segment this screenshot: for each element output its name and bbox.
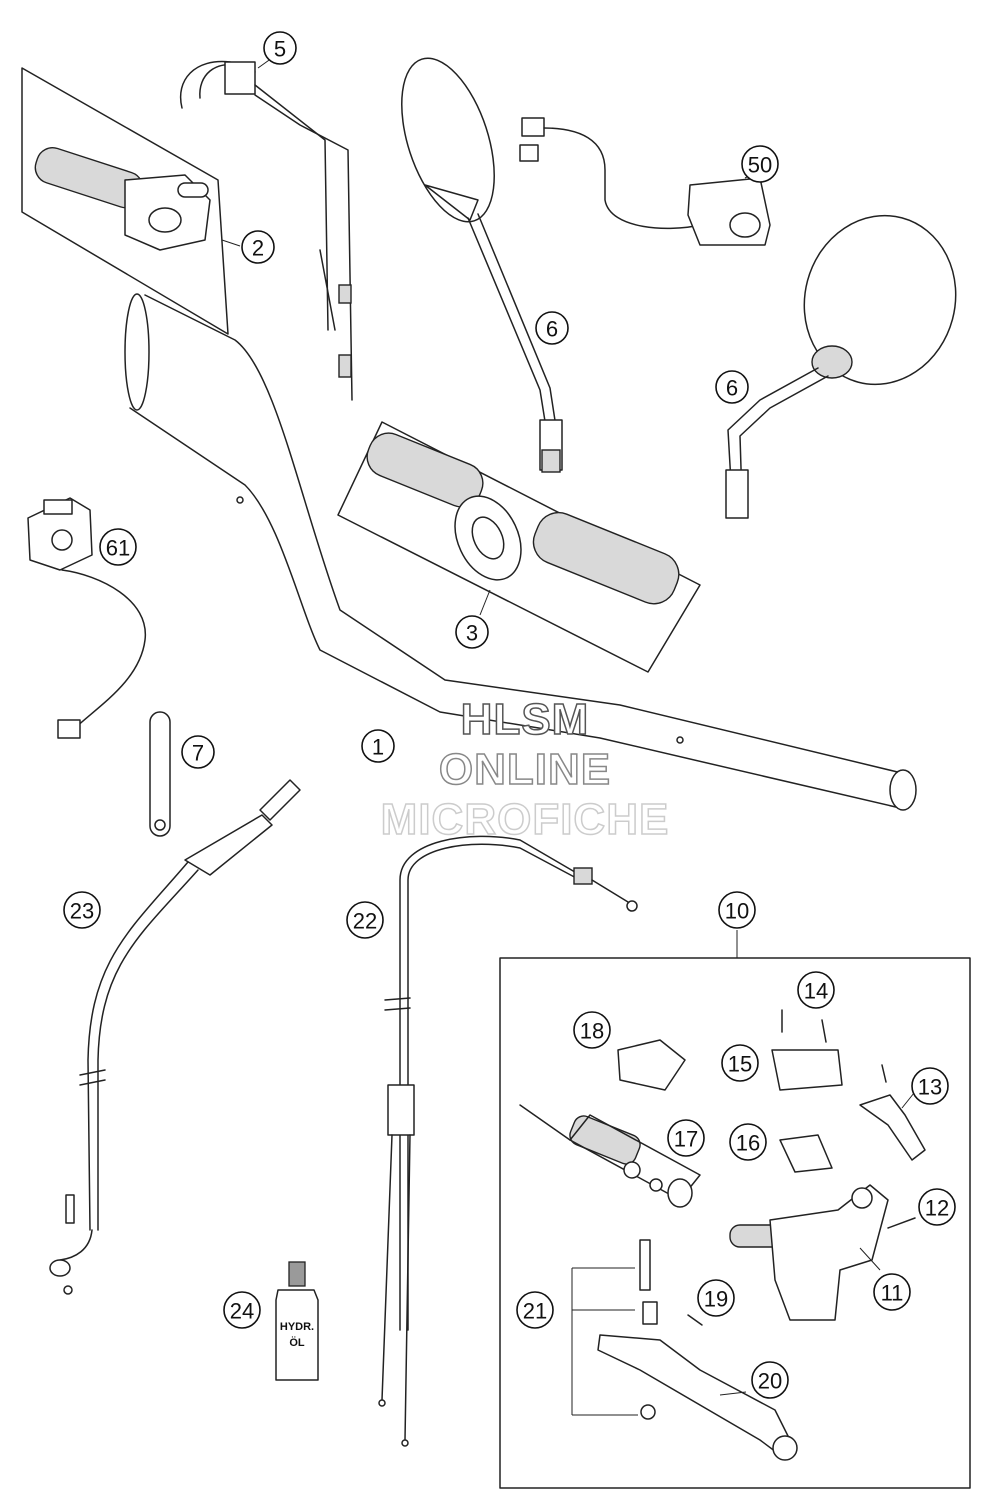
throttle-cables bbox=[179, 57, 353, 401]
watermark-line3: MICROFICHE bbox=[380, 794, 670, 845]
callout-10: 10 bbox=[718, 891, 756, 929]
callout-1: 1 bbox=[361, 729, 395, 763]
svg-text:15: 15 bbox=[728, 1052, 752, 1077]
callout-15: 15 bbox=[721, 1044, 759, 1082]
svg-text:13: 13 bbox=[918, 1075, 942, 1100]
callout-20: 20 bbox=[751, 1361, 789, 1399]
watermark-line2: ONLINE bbox=[438, 744, 612, 795]
svg-text:22: 22 bbox=[353, 909, 377, 934]
callout-16: 16 bbox=[729, 1123, 767, 1161]
cable-assembly bbox=[378, 835, 638, 1447]
callout-19: 19 bbox=[697, 1279, 735, 1317]
throttle-grip-assembly bbox=[21, 67, 241, 335]
switch-assembly bbox=[519, 117, 771, 246]
svg-text:21: 21 bbox=[523, 1299, 547, 1324]
svg-text:19: 19 bbox=[704, 1287, 728, 1312]
callout-17: 17 bbox=[667, 1119, 705, 1157]
svg-text:18: 18 bbox=[580, 1019, 604, 1044]
callout-50: 50 bbox=[741, 145, 779, 183]
svg-text:50: 50 bbox=[748, 153, 772, 178]
callout-21: 21 bbox=[516, 1291, 554, 1329]
callout-6-left: 6 bbox=[535, 311, 569, 345]
cable-strap bbox=[149, 711, 171, 837]
svg-text:7: 7 bbox=[192, 741, 204, 766]
callout-5: 5 bbox=[263, 31, 297, 65]
svg-text:6: 6 bbox=[726, 376, 738, 401]
handlebar bbox=[124, 293, 917, 811]
callout-14: 14 bbox=[797, 971, 835, 1009]
svg-text:24: 24 bbox=[230, 1299, 254, 1324]
mirror-right bbox=[725, 214, 957, 519]
svg-text:3: 3 bbox=[466, 621, 478, 646]
callout-22: 22 bbox=[346, 901, 384, 939]
svg-text:23: 23 bbox=[70, 899, 94, 924]
callout-2: 2 bbox=[241, 230, 275, 264]
svg-text:12: 12 bbox=[925, 1196, 949, 1221]
bottle-label-line1: HYDR. bbox=[280, 1321, 314, 1333]
svg-text:11: 11 bbox=[881, 1281, 904, 1306]
svg-text:6: 6 bbox=[546, 317, 558, 342]
svg-text:1: 1 bbox=[372, 735, 384, 760]
grips-set bbox=[337, 421, 701, 673]
callout-13: 13 bbox=[911, 1067, 949, 1105]
callout-3: 3 bbox=[455, 615, 489, 649]
callout-6-right: 6 bbox=[715, 370, 749, 404]
master-cylinder-frame bbox=[499, 957, 971, 1489]
callout-7: 7 bbox=[181, 735, 215, 769]
kill-switch-assembly bbox=[27, 497, 146, 739]
bottle-label-line2: ÖL bbox=[289, 1336, 305, 1349]
svg-text:16: 16 bbox=[736, 1131, 760, 1156]
clutch-hydraulic-line bbox=[49, 779, 301, 1295]
svg-text:10: 10 bbox=[725, 899, 749, 924]
mirror-left bbox=[401, 57, 563, 473]
callout-18: 18 bbox=[573, 1011, 611, 1049]
callout-61: 61 bbox=[99, 528, 137, 566]
callout-12: 12 bbox=[918, 1188, 956, 1226]
callout-11: 11 bbox=[873, 1273, 911, 1311]
master-cylinder-group bbox=[499, 930, 971, 1489]
callout-23: 23 bbox=[63, 891, 101, 929]
hydraulic-oil-bottle: HYDR. ÖL bbox=[275, 1261, 319, 1381]
svg-text:17: 17 bbox=[674, 1127, 698, 1152]
svg-text:14: 14 bbox=[804, 979, 828, 1004]
svg-text:2: 2 bbox=[252, 236, 264, 261]
svg-text:5: 5 bbox=[274, 37, 286, 62]
svg-text:20: 20 bbox=[758, 1369, 782, 1394]
svg-text:61: 61 bbox=[106, 536, 130, 561]
callout-24: 24 bbox=[223, 1291, 261, 1329]
watermark-line1: HLSM bbox=[460, 694, 590, 745]
